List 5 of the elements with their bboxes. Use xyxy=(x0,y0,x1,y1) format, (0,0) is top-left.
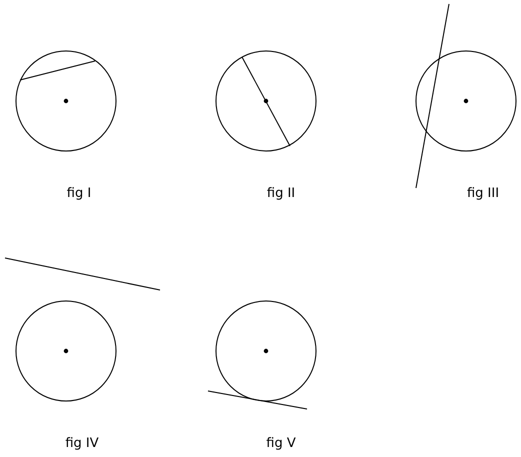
figure-caption: fig IV xyxy=(65,436,99,451)
figure-caption: fig II xyxy=(266,186,296,201)
figure-caption: fig III xyxy=(466,186,500,201)
figure-caption: fig I xyxy=(66,186,92,201)
figure-caption: fig V xyxy=(266,436,296,451)
